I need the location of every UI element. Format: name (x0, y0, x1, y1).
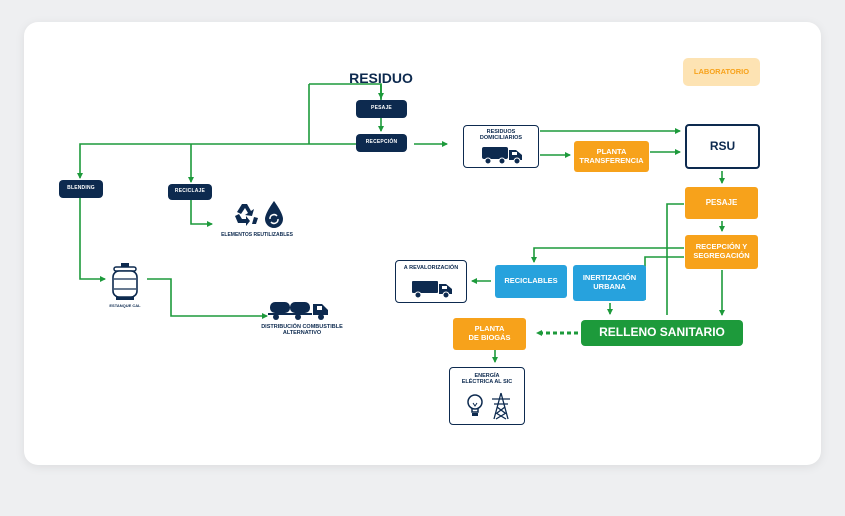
tanker-truck-icon (268, 302, 328, 320)
estanque-label: ESTANQUE CAL (109, 303, 141, 308)
pesaje-top-node: PESAJE (356, 100, 407, 118)
revalorizacion-node: A REVALORIZACIÓN (395, 260, 467, 303)
distribucion-label: DISTRIBUCIÓN COMBUSTIBLE ALTERNATIVO (261, 324, 343, 337)
pesaje-node: PESAJE (685, 187, 758, 219)
truck-icon (412, 281, 452, 299)
power-tower-icon (492, 392, 510, 420)
diagram-title: RESIDUO (349, 70, 413, 86)
energia-label: ENERGÍA ELÉCTRICA AL SIC (461, 373, 513, 386)
light-bulb-icon (467, 394, 483, 416)
recepcion-top-node: RECEPCIÓN (356, 134, 407, 152)
energia-node: ENERGÍA ELÉCTRICA AL SIC (449, 367, 525, 425)
residuos-domiciliarios-label: RESIDUOS DOMICILIARIOS (479, 129, 523, 142)
recycle-icon (235, 204, 258, 226)
blending-node: BLENDING (59, 180, 103, 198)
reciclaje-node: RECICLAJE (168, 184, 212, 200)
rsu-node: RSU (685, 124, 760, 169)
recepcion-segregacion-node: RECEPCIÓN Y SEGREGACIÓN (685, 235, 758, 269)
garbage-truck-icon (482, 147, 522, 165)
residuos-domiciliarios-node: RESIDUOS DOMICILIARIOS (463, 125, 539, 168)
water-drop-icon (265, 201, 283, 228)
elementos-label: ELEMENTOS REUTILIZABLES (221, 232, 293, 238)
reciclables-node: RECICLABLES (495, 265, 567, 298)
planta-transferencia-node: PLANTA TRANSFERENCIA (574, 141, 649, 172)
laboratorio-node: LABORATORIO (683, 58, 760, 86)
planta-biogas-node: PLANTA DE BIOGÁS (453, 318, 526, 350)
relleno-sanitario-node: RELLENO SANITARIO (581, 320, 743, 346)
inertizacion-node: INERTIZACIÓN URBANA (573, 265, 646, 301)
gas-tank-icon (112, 263, 138, 300)
revalorizacion-label: A REVALORIZACIÓN (403, 265, 459, 271)
